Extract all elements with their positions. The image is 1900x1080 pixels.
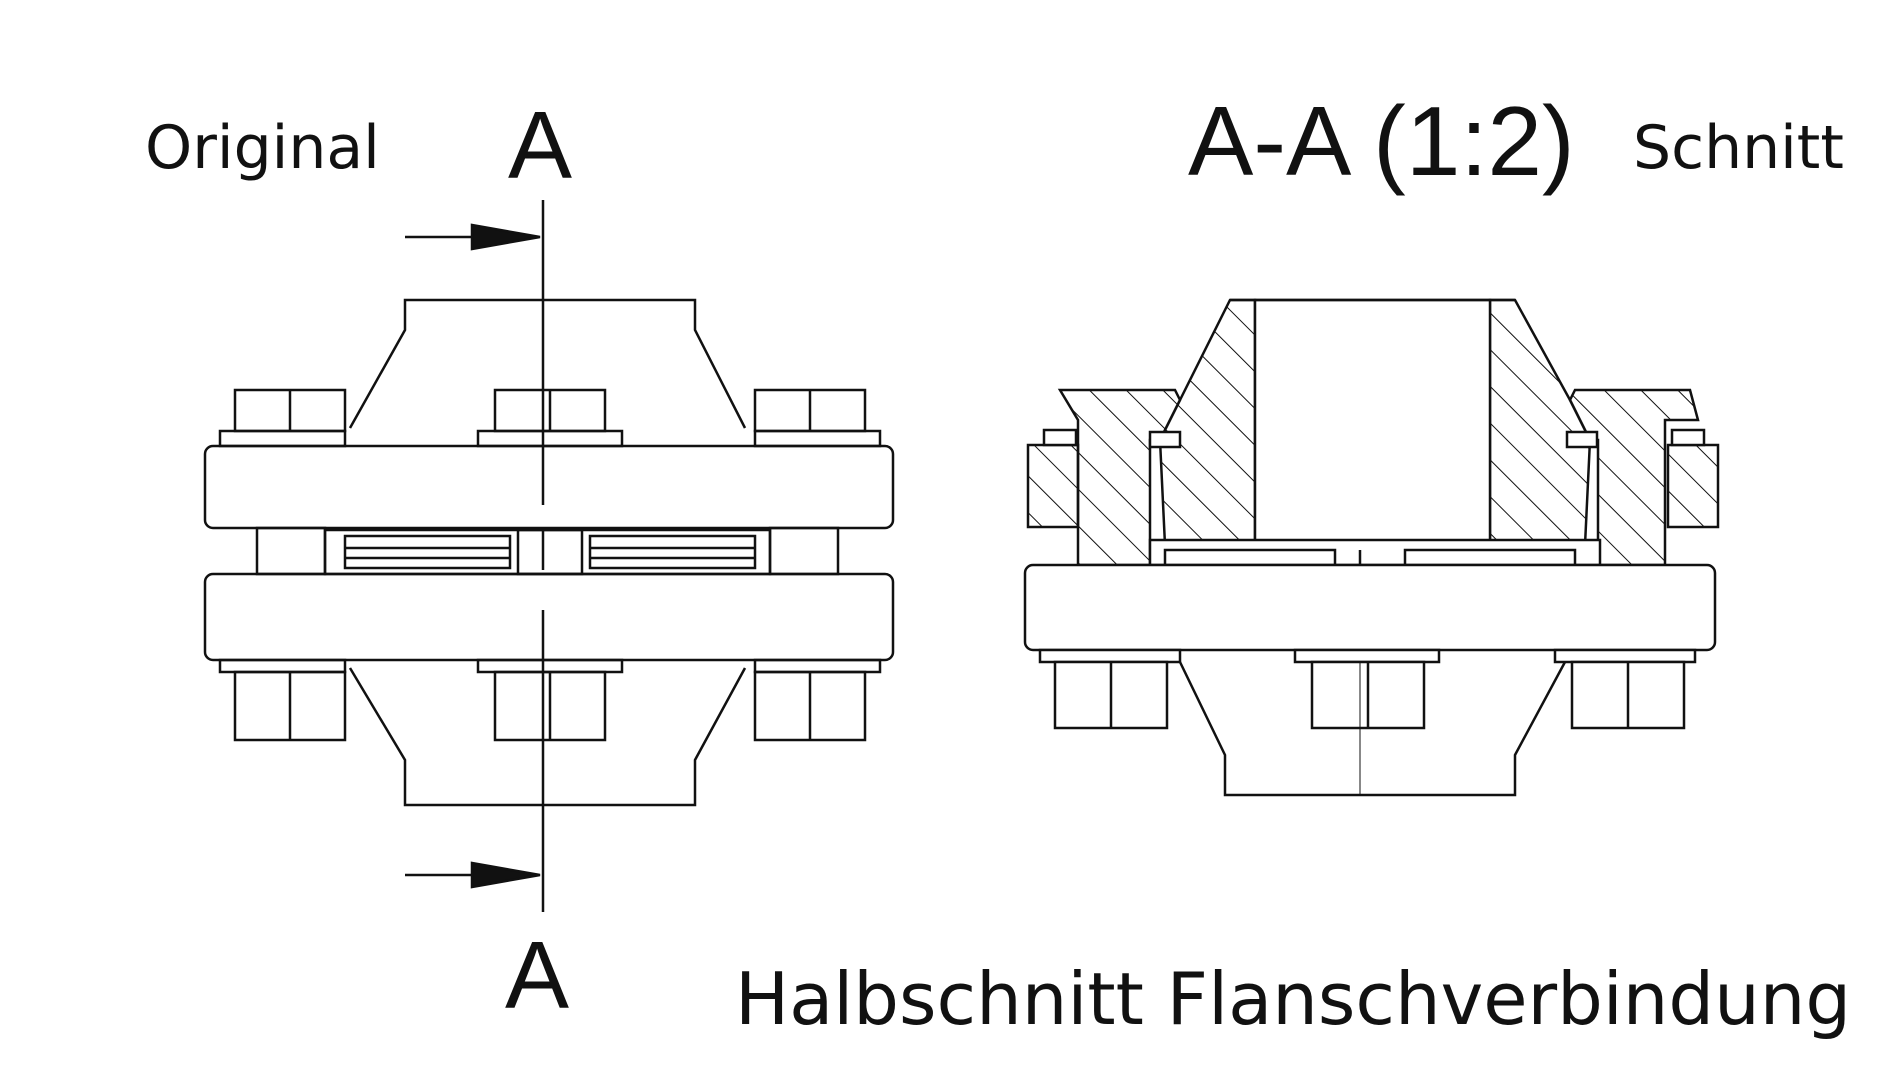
lower-flange <box>203 572 895 662</box>
section-arrow-bottom <box>405 861 541 889</box>
section-lower-hub <box>1178 661 1567 797</box>
section-marker-top: A <box>508 92 573 199</box>
gasket-strip <box>1148 538 1602 567</box>
side-washers <box>1042 428 1706 449</box>
hub-bore <box>1253 298 1492 547</box>
gasket-region <box>255 526 840 576</box>
label-original: Original <box>145 113 380 183</box>
section-marker-bottom: A <box>505 922 570 1029</box>
section-view <box>1023 298 1720 797</box>
label-schnitt: Schnitt <box>1633 113 1844 183</box>
top-washers <box>218 429 882 448</box>
caption: Halbschnitt Flanschverbindung <box>735 957 1852 1041</box>
upper-flange <box>203 444 895 530</box>
bottom-hub <box>348 667 747 807</box>
hub-wall-left <box>1158 298 1257 547</box>
bottom-nuts <box>233 670 867 742</box>
section-bottom-nuts <box>1053 660 1686 730</box>
top-hub <box>348 298 747 429</box>
section-view-title: A-A (1:2) <box>1188 86 1575 196</box>
section-lower-flange <box>1023 563 1717 652</box>
bottom-washers <box>218 658 882 674</box>
top-bolt-heads <box>233 388 867 433</box>
section-arrow-top <box>405 223 541 251</box>
original-view <box>203 200 895 912</box>
section-bottom-washers <box>1038 648 1697 664</box>
hub-wall-right <box>1488 298 1592 547</box>
